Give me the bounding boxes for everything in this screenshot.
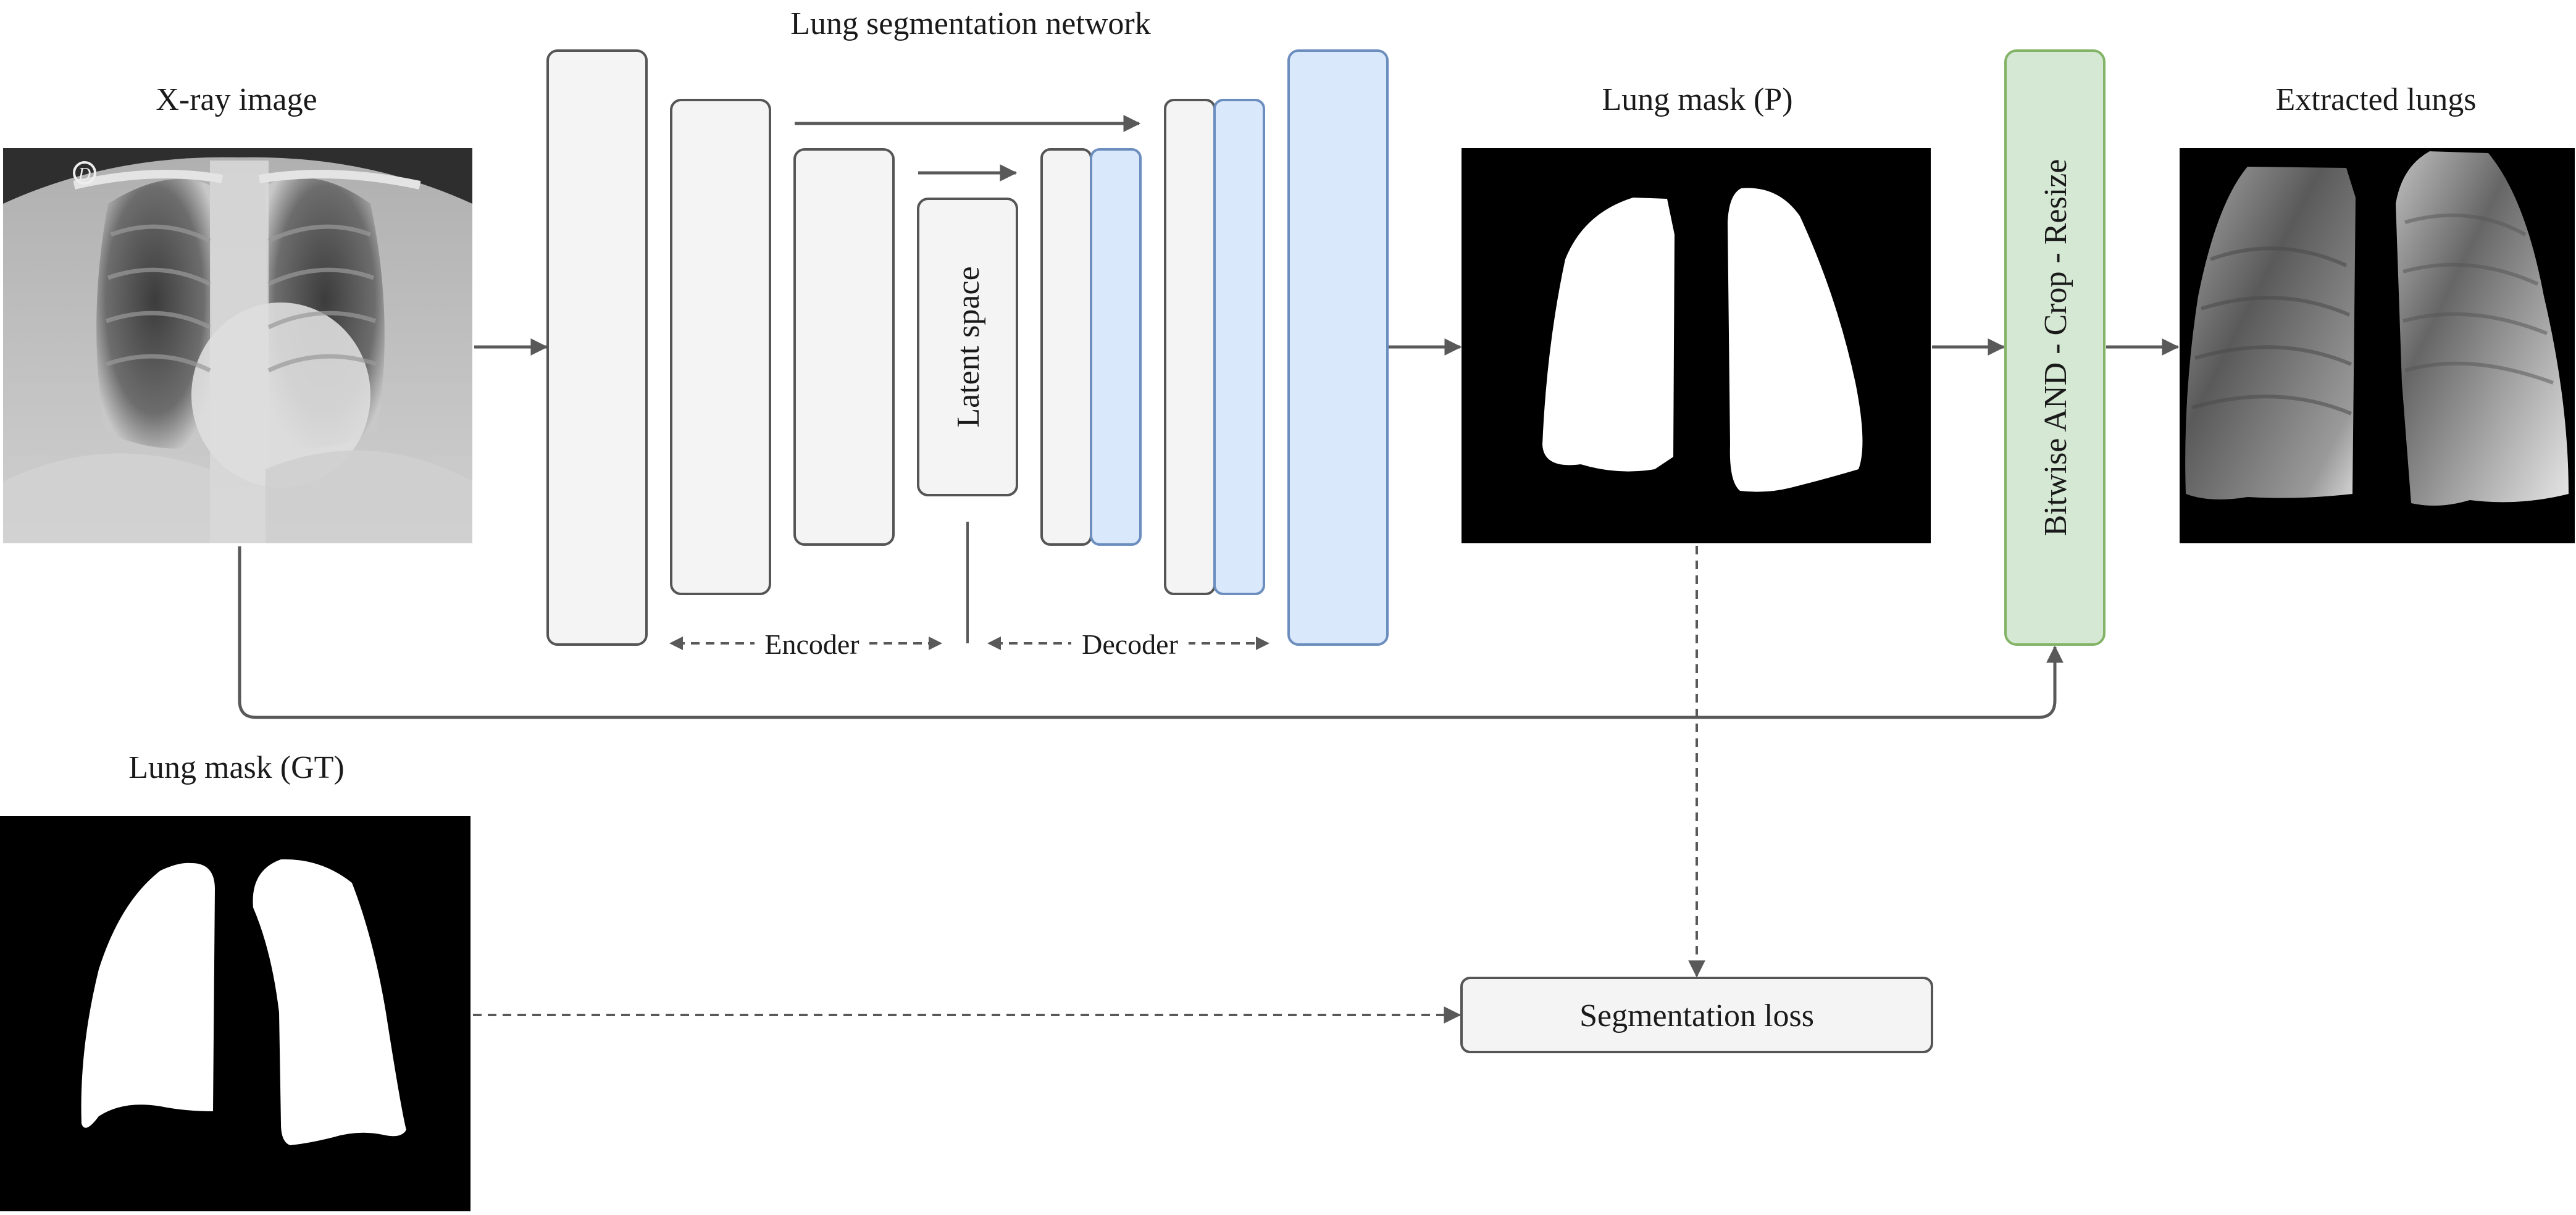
decoder-label: Decoder — [1082, 628, 1178, 660]
output-block — [1287, 49, 1389, 646]
encoder-label: Encoder — [764, 628, 859, 660]
mask-p-title: Lung mask (P) — [1602, 82, 1792, 117]
extracted-title: Extracted lungs — [2276, 82, 2477, 117]
extracted-lungs — [2180, 148, 2575, 543]
encoder-blocks — [546, 49, 1018, 646]
encoder-block-1 — [546, 49, 648, 646]
xray-marker: D — [78, 165, 91, 184]
decoder-block-2a — [1164, 99, 1216, 595]
postprocess-label: Bitwise AND - Crop - Resize — [2038, 159, 2073, 537]
decoder-block-1b — [1090, 148, 1142, 546]
segmentation-loss-box — [1460, 977, 1933, 1053]
decoder-blocks — [1040, 49, 1389, 646]
encoder-block-3 — [793, 148, 895, 546]
xray-image: D — [3, 148, 472, 543]
xray-title: X-ray image — [156, 82, 317, 117]
network-title: Lung segmentation network — [790, 6, 1150, 41]
encoder-block-2 — [670, 99, 771, 595]
decoder-block-2b — [1213, 99, 1265, 595]
postprocess-block — [2004, 49, 2106, 646]
latent-block — [917, 198, 1018, 496]
segmentation-loss-label: Segmentation loss — [1579, 998, 1814, 1033]
lung-mask-p — [1462, 148, 1931, 543]
lung-mask-gt — [0, 816, 470, 1211]
decoder-block-1a — [1040, 148, 1092, 546]
latent-label: Latent space — [951, 266, 986, 427]
mask-gt-title: Lung mask (GT) — [128, 750, 344, 785]
xray-marker-icon — [73, 161, 96, 185]
arrow-xray-bypass — [238, 546, 2064, 719]
